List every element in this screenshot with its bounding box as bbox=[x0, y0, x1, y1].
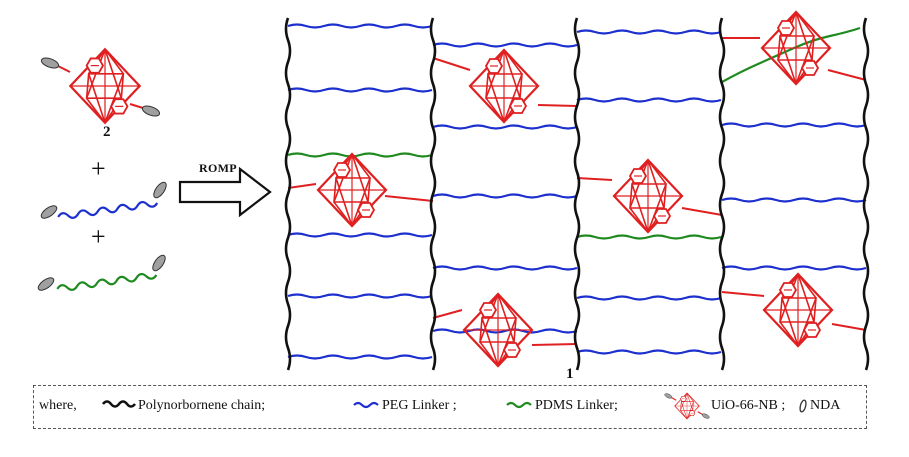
mof-crosslinkers bbox=[287, 10, 867, 368]
romp-label: ROMP bbox=[199, 161, 237, 175]
legend-peg: PEG Linker ; bbox=[382, 398, 457, 413]
octahedron-mof-icon bbox=[663, 392, 711, 420]
product-1-label: 1 bbox=[566, 366, 574, 382]
legend-pdms: PDMS Linker; bbox=[535, 398, 618, 413]
legend-polynorbornene: Polynorbornene chain; bbox=[138, 398, 266, 413]
plus-sign-1: + bbox=[91, 154, 106, 183]
polynorbornene-chains bbox=[284, 17, 870, 371]
legend-icons bbox=[101, 392, 807, 420]
romp-arrow bbox=[178, 166, 272, 218]
compound-2-structure bbox=[39, 48, 162, 124]
pdms-legend-icon bbox=[506, 401, 532, 409]
network-structure bbox=[284, 10, 870, 371]
peg-legend-icon bbox=[353, 401, 379, 409]
peg-linker-reactant bbox=[38, 179, 170, 222]
legend-box bbox=[33, 385, 867, 429]
legend-nda: NDA bbox=[810, 398, 841, 413]
polynorbornene-legend-icon bbox=[101, 400, 137, 408]
legend-where: where, bbox=[39, 398, 77, 413]
peg-crosslinks bbox=[287, 23, 867, 360]
pdms-linker-reactant bbox=[35, 252, 169, 294]
nda-ellipse-icon bbox=[799, 399, 807, 413]
plus-sign-2: + bbox=[91, 222, 106, 251]
legend-uio: UiO-66-NB ; bbox=[711, 398, 786, 413]
compound-2-label: 2 bbox=[103, 124, 111, 140]
